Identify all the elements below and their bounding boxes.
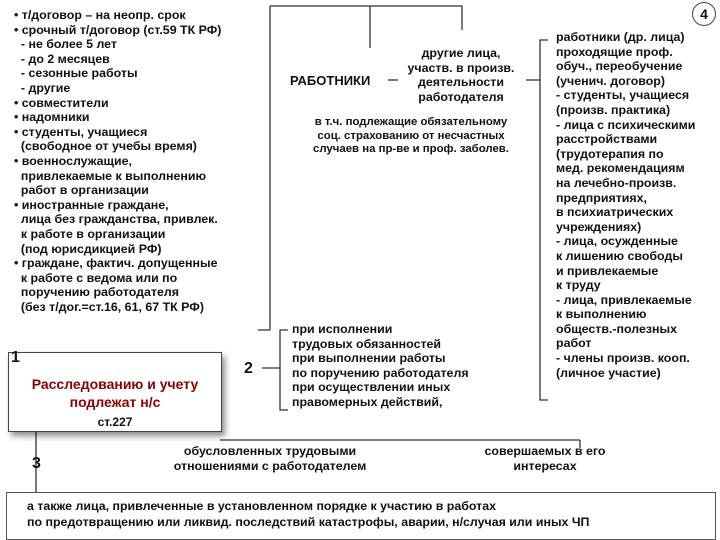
caused-by-line: отношениями с работодателем <box>173 458 367 473</box>
article-ref: ст.227 <box>97 415 133 429</box>
left-list-line: (без т/дог.=ст.16, 61, 67 ТК РФ) <box>14 299 204 314</box>
left-list-line: - до 2 месяцев <box>14 51 110 66</box>
left-list-line: к работе с ведома или по <box>14 270 178 285</box>
number-3: 3 <box>32 455 41 472</box>
other-persons-line: работодателя <box>418 89 504 104</box>
right-list-line: работники (др. лица) <box>556 30 685 44</box>
left-list-line: • срочный т/договор (ст.59 ТК РФ) <box>14 22 222 37</box>
right-list-line: обществ.-полезных <box>556 321 678 336</box>
other-persons-line: другие лица, <box>421 46 501 60</box>
right-list-line: проходящие проф. <box>556 44 673 59</box>
other-workers-list: работники (др. лица)проходящие проф.обуч… <box>556 30 720 380</box>
right-list-line: работ <box>556 336 592 351</box>
bottom-note-line2: по предотвращению или ликвид. последстви… <box>27 515 590 529</box>
investigation-title: Расследованию и учету подлежат н/с <box>9 375 221 411</box>
number-2: 2 <box>244 360 253 377</box>
bottom-note-line1: а также лица, привлеченные в установленн… <box>27 499 497 513</box>
investigation-title-line1: Расследованию и учету <box>31 376 199 392</box>
right-list-line: - члены произв. кооп. <box>556 351 690 366</box>
left-list-line: лица без гражданства, привлек. <box>14 212 218 227</box>
committed-in-line: совершаемых в его <box>484 444 606 458</box>
right-list-line: мед. рекомендациям <box>556 161 685 176</box>
right-list-line: предприятиях, <box>556 190 647 205</box>
right-list-line: - лица с психическими <box>556 117 696 132</box>
right-list-line: - лица, осужденные <box>556 234 678 249</box>
right-list-line: (ученич. договор) <box>556 73 665 88</box>
left-list-line: к работе в организации <box>14 226 166 241</box>
left-list-line: • граждане, фактич. допущенные <box>14 256 218 271</box>
left-list-line: • иностранные граждане, <box>14 197 169 212</box>
left-list-line: поручению работодателя <box>14 285 179 300</box>
right-list-line: обуч., переобучение <box>556 59 683 74</box>
investigation-box: 1 Расследованию и учету подлежат н/с ст.… <box>8 349 222 432</box>
right-list-line: к выполнению <box>556 307 647 322</box>
left-list-line: (свободное от учебы время) <box>14 139 197 154</box>
right-list-line: учреждениях) <box>556 219 642 234</box>
left-list-line: • т/договор – на неопр. срок <box>14 8 186 22</box>
left-list-line: работ в организации <box>14 183 149 198</box>
right-list-line: и привлекаемые <box>556 263 659 278</box>
duties-list-line: при исполнении <box>292 322 393 336</box>
left-list-line: • совместители <box>14 95 109 110</box>
left-list-line: • надомники <box>14 110 90 125</box>
left-list-line: (под юрисдикцией РФ) <box>14 241 162 256</box>
duties-list-line: правомерных действий, <box>292 394 443 409</box>
other-persons-line: деятельности <box>418 75 504 90</box>
worker-categories-list: • т/договор – на неопр. срок• срочный т/… <box>14 8 274 314</box>
left-list-line: - другие <box>14 80 71 95</box>
right-list-line: к лишению свободы <box>556 248 683 263</box>
duties-list-line: трудовых обязанностей <box>292 336 442 351</box>
left-list-line: • студенты, учащиеся <box>14 124 148 139</box>
bottom-note-box: а также лица, привлеченные в установленн… <box>6 492 716 540</box>
duties-list-line: по поручению работодателя <box>292 365 469 380</box>
left-list-line: привлекаемые к выполнению <box>14 168 207 183</box>
duties-list-line: при выполнении работы <box>292 351 446 366</box>
investigation-title-line2: подлежат н/с <box>69 394 161 410</box>
right-list-line: в психиатрических <box>556 205 674 220</box>
other-persons-block: другие лица,участв. в произв.деятельност… <box>396 46 526 104</box>
workers-label: РАБОТНИКИ <box>290 73 371 88</box>
number-1: 1 <box>11 349 20 366</box>
left-list-line: - не более 5 лет <box>14 37 117 52</box>
right-list-line: к труду <box>556 278 601 293</box>
right-list-line: (произв. практика) <box>556 102 671 117</box>
left-list-line: - сезонные работы <box>14 66 138 81</box>
left-list-line: • военнослужащие, <box>14 153 132 168</box>
other-persons-line: участв. в произв. <box>407 60 515 75</box>
right-list-line: (личное участие) <box>556 365 661 380</box>
insurance-note-line: случаев на пр-ве и проф. заболев. <box>313 143 509 156</box>
caused-by-line: обусловленных трудовыми <box>183 444 357 458</box>
right-list-line: - лица, привлекаемые <box>556 292 692 307</box>
committed-in-line: интересах <box>513 458 577 473</box>
number-4: 4 <box>692 2 716 26</box>
right-list-line: расстройствами <box>556 132 658 147</box>
duties-list-line: при осуществлении иных <box>292 380 451 395</box>
insurance-note-line: в т.ч. подлежащие обязательному <box>314 116 508 128</box>
right-list-line: - студенты, учащиеся <box>556 88 690 103</box>
insurance-note-line: соц. страхованию от несчастных <box>317 129 505 142</box>
right-list-line: (трудотерапия по <box>556 146 664 161</box>
right-list-line: на лечебно-произв. <box>556 175 677 190</box>
